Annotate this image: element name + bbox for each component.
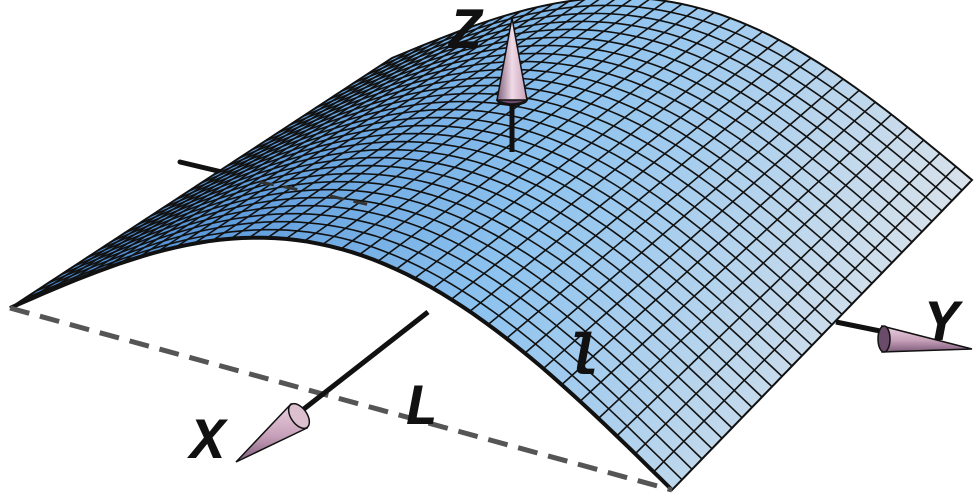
surface-mesh-grid (22, 0, 963, 481)
mesh-line-depth (138, 15, 506, 259)
mesh-line-depth (101, 25, 474, 271)
arched-surface (9, 0, 974, 492)
y-arrow-cone-icon (877, 325, 973, 353)
mesh-line-depth (285, 0, 632, 240)
mesh-line-depth (266, 0, 616, 239)
mesh-line-depth (230, 0, 586, 240)
z-axis-label: Z (447, 1, 484, 66)
edge-length-label: l (564, 327, 599, 392)
y-axis-label: Y (924, 293, 964, 358)
mesh-line-depth (27, 50, 409, 301)
z-arrow-cone-icon (496, 17, 528, 106)
mesh-line-depth (653, 166, 957, 473)
mesh-line-depth (524, 78, 844, 354)
y-axis-behind-dashes (259, 180, 371, 207)
mesh-line-depth (414, 23, 747, 279)
mesh-line-depth (487, 57, 812, 326)
mesh-line-depth (119, 20, 490, 264)
mesh-line-depth (542, 89, 860, 370)
mesh-line-depth (83, 31, 457, 278)
mesh-line-depth (505, 67, 828, 340)
mesh-line-depth (579, 113, 892, 402)
span-chord-dashed (9, 305, 673, 493)
mesh-line-depth (175, 6, 538, 249)
x-axis (235, 310, 430, 463)
x-arrow-cone-icon (235, 402, 311, 463)
mesh-line-depth (46, 44, 425, 293)
mesh-line-depth (156, 10, 522, 253)
mesh-line-depth (597, 126, 909, 420)
y-axis-hidden (177, 159, 225, 175)
mesh-line-depth (303, 0, 650, 242)
mesh-line-depth (395, 17, 731, 270)
mesh-line-depth (450, 39, 780, 301)
mesh-line-depth (634, 152, 941, 455)
mesh-line-depth (432, 31, 764, 289)
mesh-line-depth (561, 101, 876, 386)
mesh-line-depth (377, 11, 715, 263)
y-axis (835, 319, 973, 353)
mesh-line-depth (193, 3, 554, 245)
mesh-line-depth (358, 7, 699, 256)
mesh-line-depth (64, 37, 441, 285)
mesh-line-depth (322, 0, 667, 246)
mesh-line-depth (469, 47, 796, 313)
mesh-line-depth (248, 0, 600, 239)
mesh-line-depth (616, 139, 925, 437)
front-curved-edge (9, 235, 674, 492)
span-length-label: L (404, 377, 439, 442)
z-axis (496, 17, 528, 152)
x-axis-label: X (187, 411, 229, 476)
